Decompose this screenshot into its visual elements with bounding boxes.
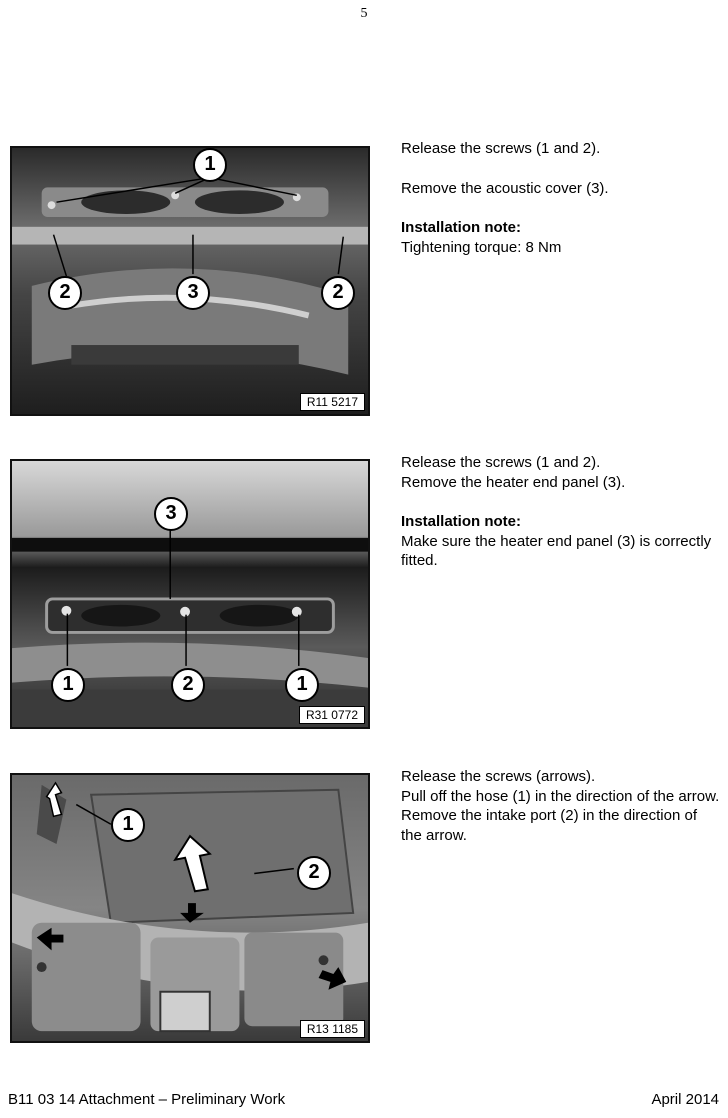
installation-note-text: Make sure the heater end panel (3) is co… (401, 532, 712, 570)
instruction-text: Remove the acoustic cover (3). (401, 179, 609, 197)
engine-photo-acoustic-cover (12, 148, 368, 414)
callout-label: 1 (285, 668, 319, 702)
figure-heater-end-panel: 3 1 2 1 R31 0772 (10, 459, 370, 729)
step-3-instructions: Release the screws (arrows). Pull off th… (401, 767, 721, 845)
instruction-text: Remove the heater end panel (3). (401, 473, 626, 491)
callout-label: 3 (154, 497, 188, 531)
step-1-instructions: Release the screws (1 and 2). Remove the… (401, 139, 721, 257)
callout-label: 1 (111, 808, 145, 842)
footer-document-title: B11 03 14 Attachment – Preliminary Work (8, 1091, 286, 1108)
callout-label: 1 (193, 148, 227, 182)
page-number: 5 (360, 6, 368, 21)
instruction-text: Release the screws (arrows). (401, 768, 596, 785)
installation-note-text: Tightening torque: 8 Nm (401, 238, 562, 256)
instruction-text: Remove the intake port (2) in the direct… (401, 807, 697, 844)
callout-label: 2 (297, 856, 331, 890)
figure-reference: R13 1185 (299, 1020, 365, 1038)
installation-note-heading: Installation note: (401, 219, 521, 236)
figure-acoustic-cover: 1 2 3 2 R11 5217 (10, 146, 370, 416)
instruction-text: Release the screws (1 and 2). (401, 140, 601, 157)
callout-label: 2 (321, 276, 355, 310)
engine-photo-intake-port (12, 775, 368, 1041)
step-2-instructions: Release the screws (1 and 2). Remove the… (401, 453, 721, 571)
footer-date: April 2014 (651, 1091, 719, 1108)
callout-label: 1 (51, 668, 85, 702)
figure-reference: R31 0772 (298, 706, 365, 724)
instruction-text: Release the screws (1 and 2). (401, 454, 601, 471)
figure-intake-port: 1 2 R13 1185 (10, 773, 370, 1043)
instruction-text: Pull off the hose (1) in the direction o… (401, 787, 720, 805)
callout-label: 2 (48, 276, 82, 310)
figure-reference: R11 5217 (299, 393, 365, 411)
callout-label: 3 (176, 276, 210, 310)
installation-note-heading: Installation note: (401, 513, 521, 530)
callout-label: 2 (171, 668, 205, 702)
